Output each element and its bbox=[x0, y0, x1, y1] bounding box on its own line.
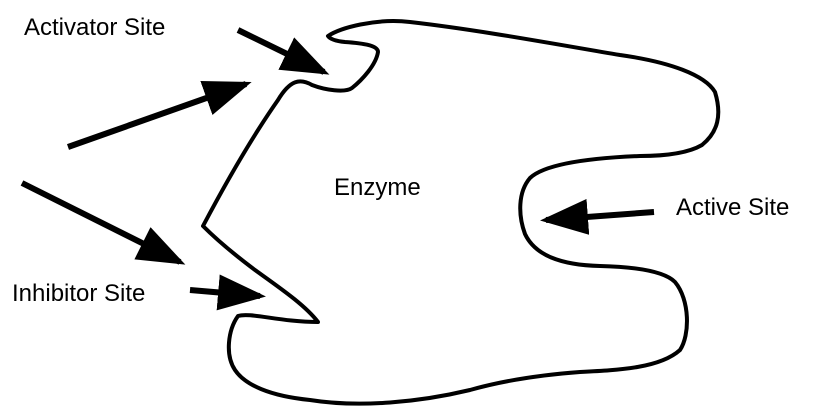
inhibitor-site-label: Inhibitor Site bbox=[12, 282, 145, 306]
active-site-label: Active Site bbox=[676, 196, 789, 220]
arrow-activator-molecule bbox=[68, 84, 246, 147]
arrow-active-site bbox=[546, 212, 654, 220]
arrow-activator-to-site bbox=[238, 30, 324, 72]
activator-site-label: Activator Site bbox=[24, 16, 165, 40]
arrow-inhibitor-to-site bbox=[190, 290, 260, 296]
arrow-inhibitor-molecule bbox=[22, 183, 180, 262]
enzyme-label: Enzyme bbox=[334, 176, 421, 200]
